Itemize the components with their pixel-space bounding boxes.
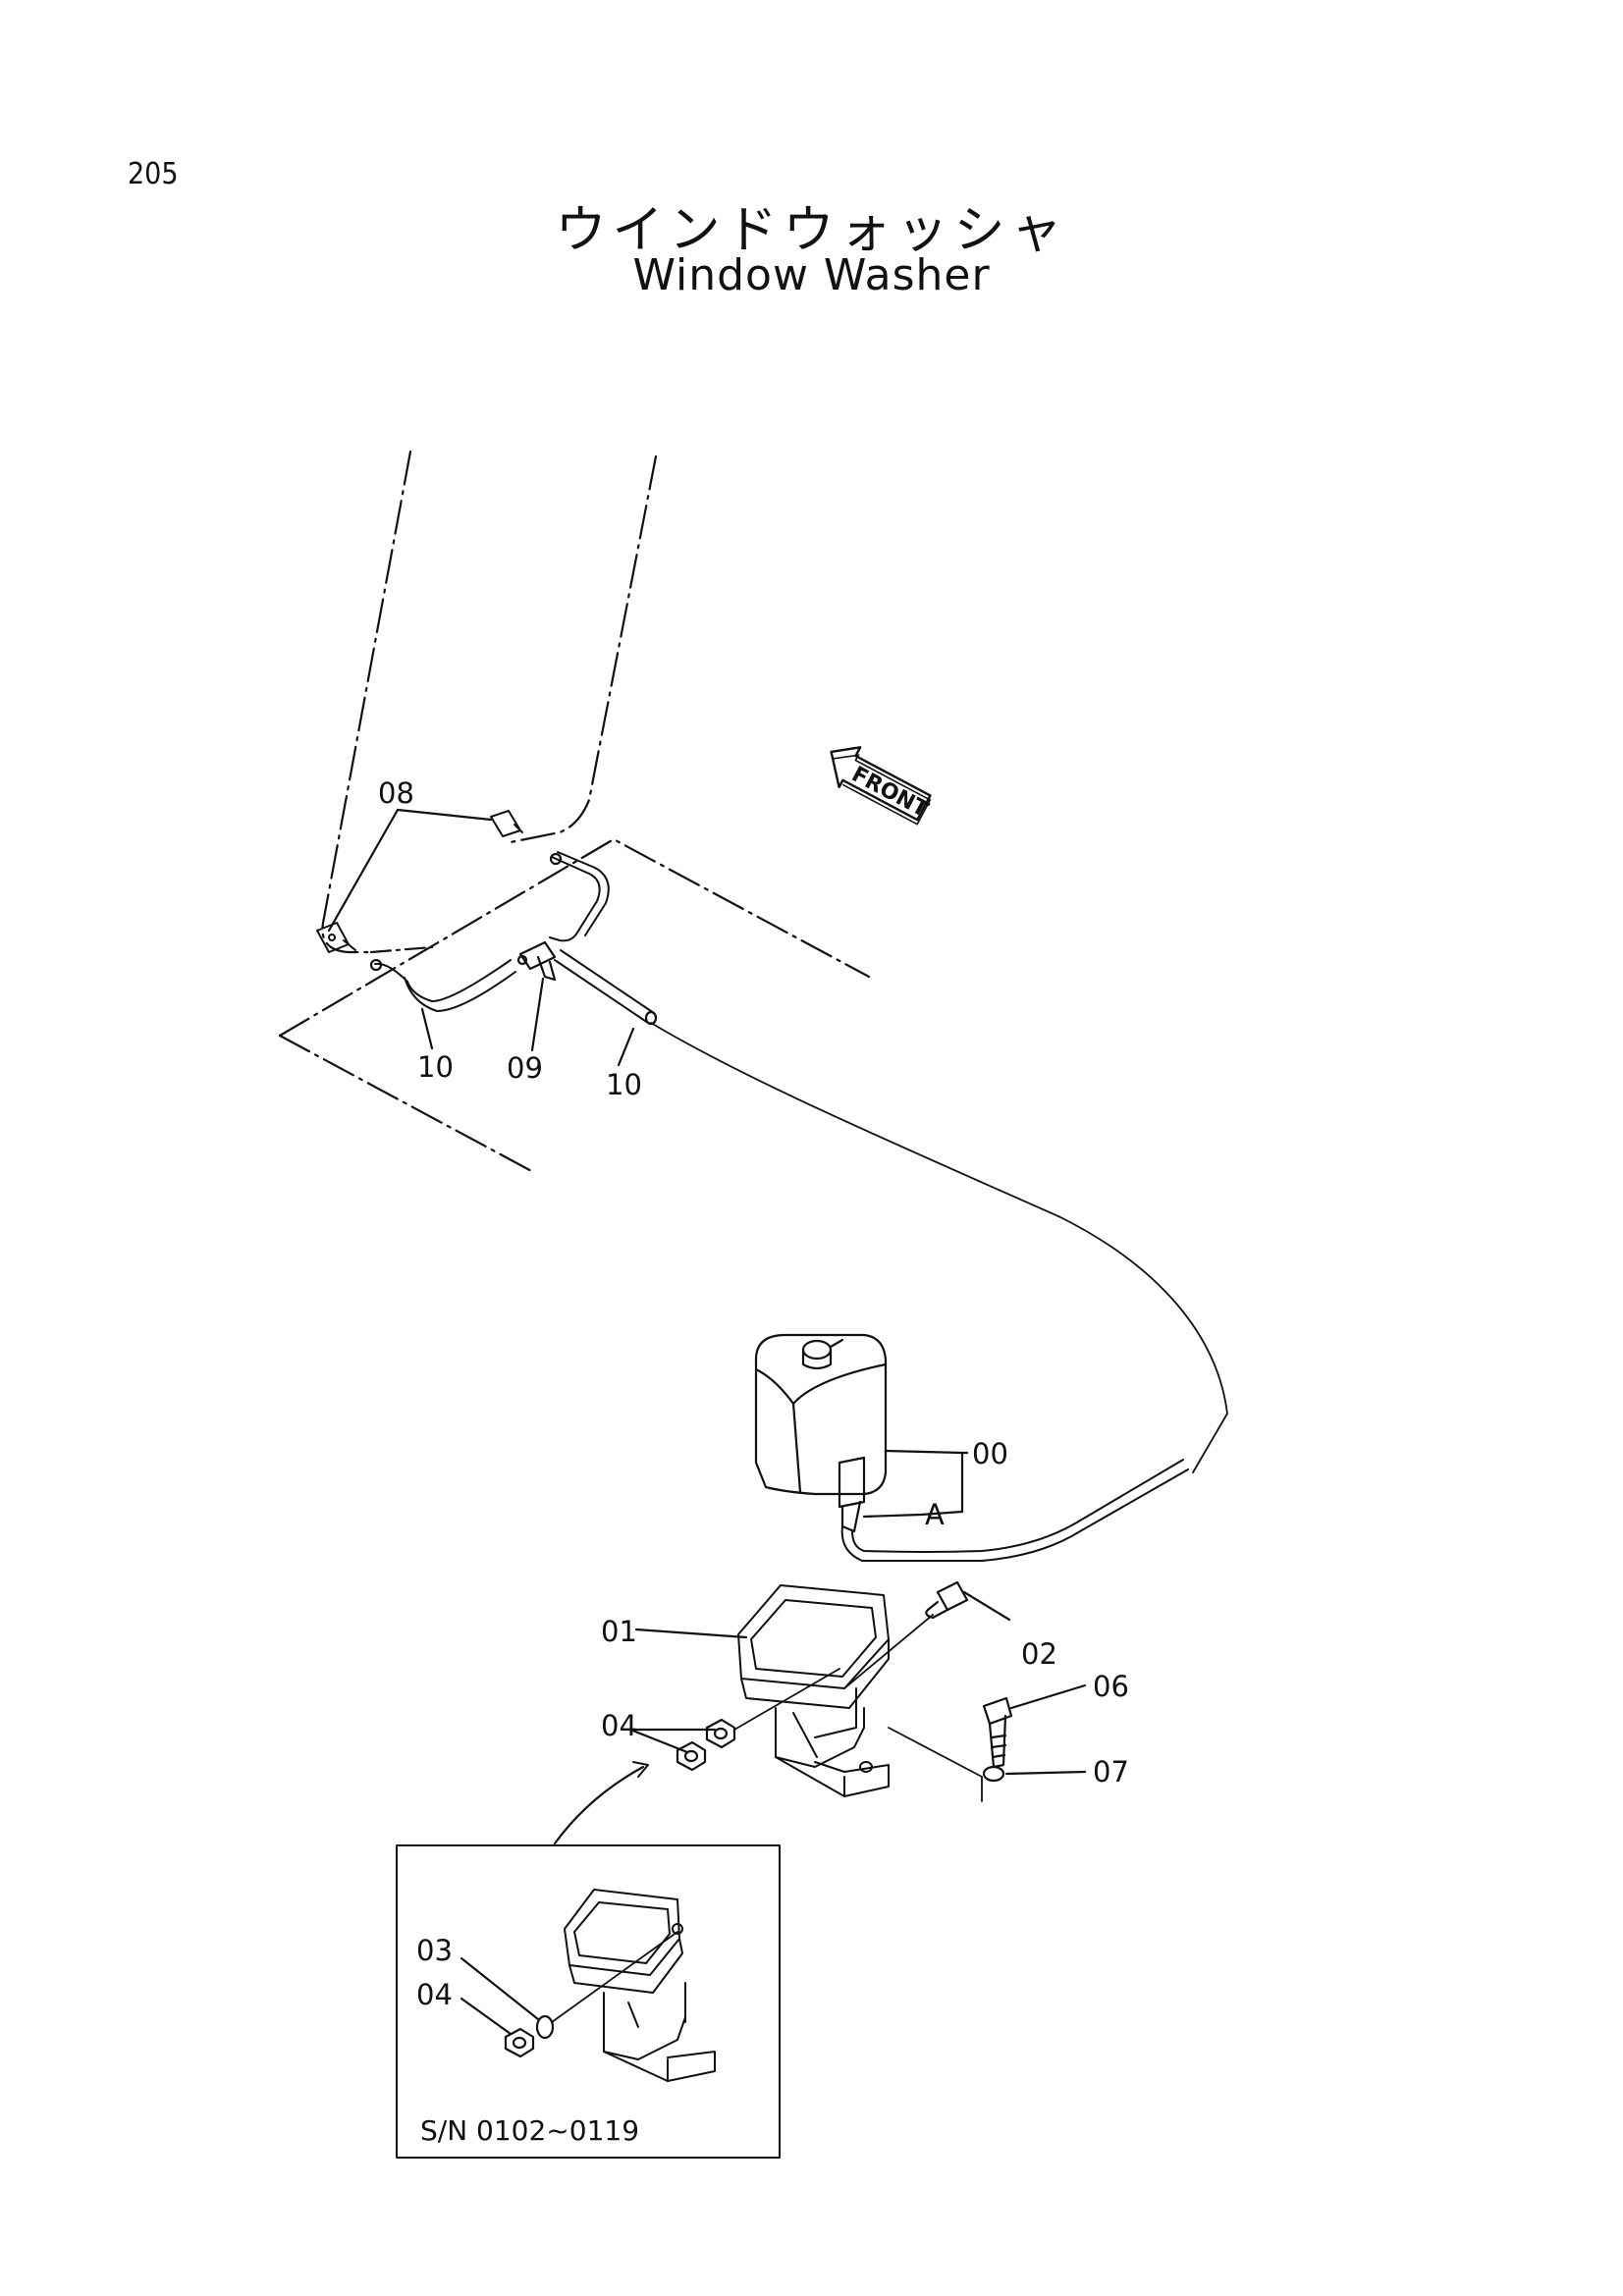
label-09: 09: [507, 1051, 543, 1085]
page-number: 205: [128, 157, 179, 191]
leader-04-inset: [460, 1997, 513, 2036]
windshield-outline: [321, 450, 412, 954]
label-10-right: 10: [606, 1068, 642, 1101]
leader-04: [628, 1728, 717, 1754]
bolt-02: [925, 1580, 969, 1620]
nozzle-upper: [490, 810, 523, 837]
nut-04-b: [676, 1740, 707, 1772]
leader-01: [634, 1628, 748, 1639]
label-A: A: [925, 1498, 945, 1531]
leader-09: [530, 977, 545, 1052]
windshield-bottom-left: [369, 945, 434, 954]
tee-joint: [516, 940, 557, 982]
leader-02: [962, 1590, 1011, 1622]
washer-07: [982, 1765, 1005, 1783]
windshield-edge-right: [509, 454, 658, 844]
front-arrow: FRONT: [830, 746, 932, 826]
label-08: 08: [378, 776, 414, 810]
leader-06: [1009, 1683, 1087, 1710]
leader-10-left: [420, 1007, 434, 1050]
label-06: 06: [1093, 1670, 1129, 1703]
inset-frame: [396, 1844, 781, 2159]
inset-washer-03: [535, 2014, 555, 2040]
leader-03-inset: [460, 1956, 540, 2021]
inset-bracket: [564, 1889, 716, 2082]
leader-08: [327, 808, 493, 933]
title-japanese: ウインドウォッシャ: [555, 201, 1068, 260]
leader-10-right: [617, 1027, 635, 1067]
label-02: 02: [1021, 1637, 1057, 1671]
label-07: 07: [1093, 1755, 1129, 1789]
leader-07: [1004, 1770, 1087, 1776]
washer-tank: [754, 1333, 888, 1533]
inset-caption: S/N 0102~0119: [420, 2114, 639, 2147]
nut-04-a: [705, 1718, 736, 1749]
label-03-inset: 03: [416, 1934, 453, 1967]
hose-left: [374, 959, 512, 1002]
title-english: Window Washer: [632, 250, 991, 300]
tank-bracket: [737, 1584, 890, 1797]
inset-arrow: [553, 1765, 645, 1845]
leader-00: [884, 1449, 969, 1514]
hose-long: [650, 1022, 1228, 1473]
label-04-inset: 04: [416, 1978, 453, 2011]
bolt-06: [982, 1696, 1013, 1769]
label-01: 01: [601, 1615, 637, 1648]
label-04-main: 04: [601, 1709, 637, 1742]
inset-nut-04: [504, 2027, 535, 2058]
label-00: 00: [972, 1437, 1008, 1470]
cab-plane-top: [278, 837, 871, 1038]
nozzle-lower: [316, 922, 356, 953]
label-10-left: 10: [417, 1050, 454, 1084]
hose-upper: [549, 856, 601, 942]
hose-straight: [554, 949, 655, 1024]
hose-tank-outlet: [840, 1468, 1189, 1563]
cab-plane-bottom: [278, 1034, 537, 1175]
